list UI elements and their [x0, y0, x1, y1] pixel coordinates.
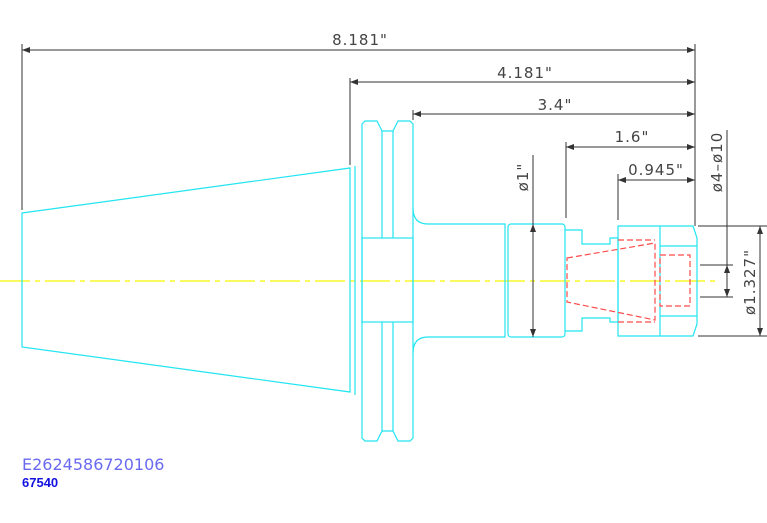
dim-clamping-range: ø4–ø10 [708, 132, 726, 193]
dimension-lines [21, 44, 767, 337]
dim-shank-to-end: 3.4" [538, 96, 573, 114]
dim-shank-diameter: ø1" [514, 163, 532, 192]
dim-overall-length: 8.181" [332, 31, 388, 49]
collet-hidden-lines [566, 239, 691, 323]
dim-flange-to-end: 4.181" [497, 64, 553, 82]
dim-nose-length: 1.6" [615, 128, 650, 146]
drawing-code: E2624586720106 [22, 455, 165, 474]
flange [361, 120, 414, 442]
dim-nut-length: 0.945" [628, 161, 684, 179]
taper-cone [21, 166, 356, 395]
part-number: 67540 [22, 475, 59, 490]
dim-nut-diameter: ø1.327" [741, 249, 759, 315]
